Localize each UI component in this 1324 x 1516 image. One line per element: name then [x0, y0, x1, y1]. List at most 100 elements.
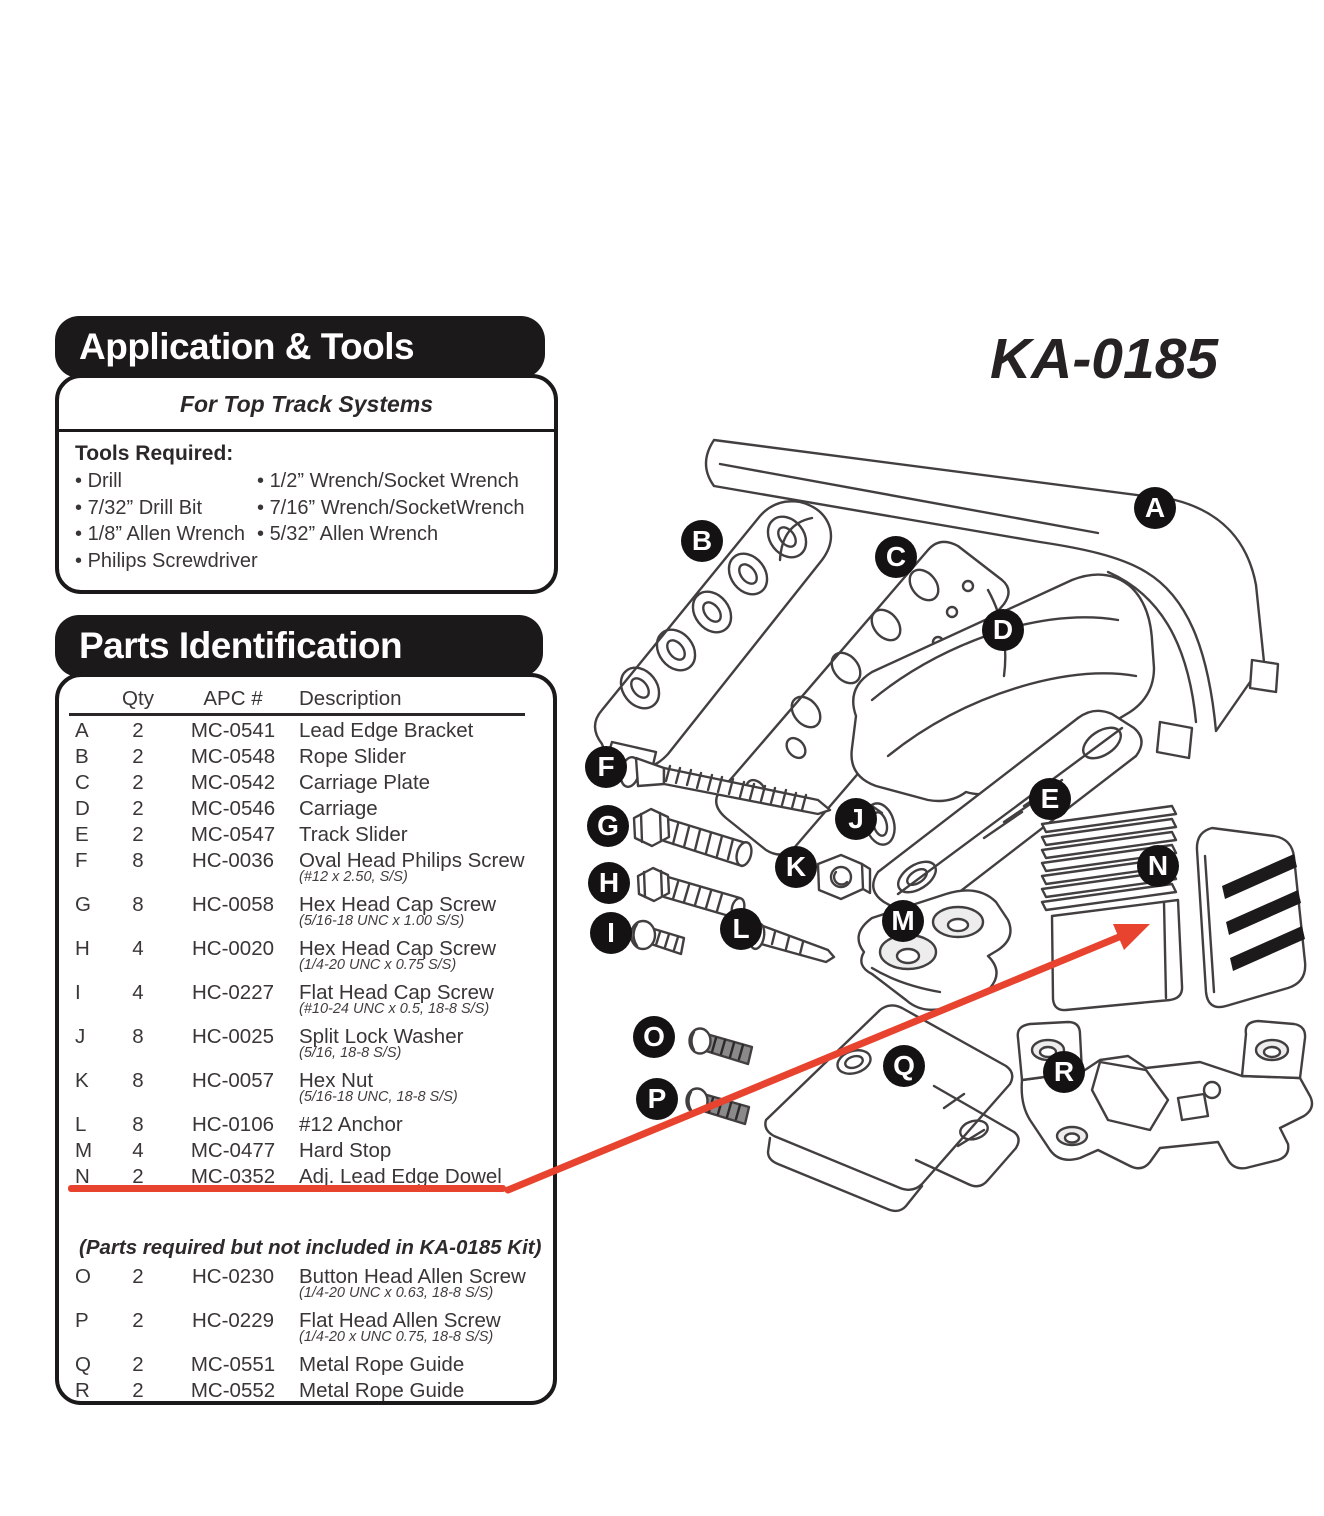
diagram-part-label-D: D	[982, 609, 1024, 651]
part-letter: Q	[75, 1353, 91, 1376]
part-description: Metal Rope Guide	[299, 1378, 531, 1403]
part-apc-number: MC-0541	[190, 719, 276, 742]
part-letter: E	[75, 823, 89, 846]
application-tools-body: For Top Track Systems Tools Required: Dr…	[55, 374, 558, 594]
part-apc-number: HC-0036	[191, 849, 275, 872]
table-header-rule	[69, 713, 525, 716]
tools-required-label: Tools Required:	[75, 442, 234, 465]
diagram-part-label-J: J	[835, 798, 877, 840]
part-description: Button Head Allen Screw(1/4-20 UNC x 0.6…	[299, 1264, 531, 1301]
tool-list-item: 7/32” Drill Bit	[75, 495, 257, 522]
parts-identification-title: Parts Identification	[79, 625, 403, 666]
parts-identification-panel: Parts Identification Qty APC # Descripti…	[55, 615, 557, 1405]
part-description: Metal Rope Guide	[299, 1352, 531, 1377]
part-description-text: Flat Head Allen Screw	[299, 1309, 501, 1332]
diagram-part-label-B: B	[681, 520, 723, 562]
part-apc-number: MC-0542	[190, 771, 276, 794]
application-tools-header: Application & Tools	[55, 316, 545, 378]
part-letter: J	[75, 1025, 86, 1048]
part-description: Hard Stop	[299, 1138, 531, 1163]
parts-identification-header: Parts Identification	[55, 615, 543, 677]
part-description-text: Flat Head Cap Screw	[299, 981, 494, 1004]
part-qty: 2	[132, 745, 144, 768]
tools-required-section: Tools Required: Drill7/32” Drill Bit1/8”…	[59, 432, 554, 574]
diagram-part-label-F: F	[585, 746, 627, 788]
part-description-text: Hard Stop	[299, 1139, 392, 1162]
part-letter: G	[75, 893, 91, 916]
part-letter: A	[75, 719, 89, 742]
part-apc-number: HC-0227	[191, 981, 275, 1004]
part-apc-number: MC-0552	[190, 1379, 276, 1402]
tool-list-item: Drill	[75, 468, 257, 495]
part-letter: N	[75, 1165, 90, 1188]
part-f-screw-drawing	[619, 756, 832, 816]
part-i-screw-drawing	[629, 919, 686, 956]
parts-table-header-row: Qty APC # Description	[69, 687, 531, 713]
part-letter: D	[75, 797, 90, 820]
part-description: Split Lock Washer(5/16, 18-8 S/S)	[299, 1024, 531, 1061]
part-r-drawing	[1016, 1019, 1314, 1170]
part-letter: B	[75, 745, 89, 768]
part-letter: K	[75, 1069, 89, 1092]
diagram-part-label-O: O	[633, 1016, 675, 1058]
part-apc-number: HC-0057	[191, 1069, 275, 1092]
part-apc-number: HC-0058	[191, 893, 275, 916]
part-description: Hex Head Cap Screw(5/16-18 UNC x 1.00 S/…	[299, 892, 531, 929]
part-q-drawing	[764, 1004, 1020, 1213]
part-m-drawing	[857, 889, 1012, 1012]
column-header-apc: APC #	[203, 687, 263, 710]
part-qty: 2	[132, 1265, 144, 1288]
part-spec-text: (1/4-20 UNC x 0.75 S/S)	[299, 957, 457, 973]
part-description-text: Carriage Plate	[299, 771, 431, 794]
tools-list-column-1: Drill7/32” Drill Bit1/8” Allen WrenchPhi…	[75, 468, 258, 574]
part-description-text: Carriage	[299, 797, 378, 820]
part-qty: 8	[132, 1069, 144, 1092]
part-o-screw-drawing	[688, 1027, 754, 1066]
parts-not-included-note: (Parts required but not included in KA-0…	[79, 1236, 542, 1259]
tools-list-column-2: 1/2” Wrench/Socket Wrench7/16” Wrench/So…	[257, 468, 525, 574]
part-description-text: Split Lock Washer	[299, 1025, 464, 1048]
part-letter: R	[75, 1379, 90, 1402]
part-description-text: Track Slider	[299, 823, 408, 846]
part-qty: 8	[132, 849, 144, 872]
part-apc-number: MC-0477	[190, 1139, 276, 1162]
diagram-part-label-L: L	[720, 908, 762, 950]
part-h-screw-drawing	[636, 866, 746, 920]
part-qty: 4	[132, 937, 144, 960]
part-letter: H	[75, 937, 90, 960]
part-qty: 8	[132, 1025, 144, 1048]
part-description-text: Metal Rope Guide	[299, 1353, 465, 1376]
part-spec-text: (1/4-20 x UNC 0.75, 18-8 S/S)	[299, 1329, 494, 1345]
part-description: #12 Anchor	[299, 1112, 531, 1137]
part-letter: M	[75, 1139, 93, 1162]
part-description: Track Slider	[299, 822, 531, 847]
column-header-description: Description	[299, 687, 402, 710]
diagram-part-label-I: I	[590, 912, 632, 954]
part-qty: 2	[132, 823, 144, 846]
part-letter: C	[75, 771, 90, 794]
diagram-part-label-Q: Q	[883, 1045, 925, 1087]
diagram-part-label-N: N	[1137, 845, 1179, 887]
application-tools-title: Application & Tools	[79, 326, 415, 367]
part-description-text: #12 Anchor	[299, 1113, 403, 1136]
part-n-drawing	[1040, 804, 1307, 1012]
highlight-underline-row-n	[68, 1185, 506, 1192]
part-apc-number: HC-0025	[191, 1025, 275, 1048]
part-spec-text: (1/4-20 UNC x 0.63, 18-8 S/S)	[299, 1285, 494, 1301]
part-description-text: Hex Head Cap Screw	[299, 937, 497, 960]
part-apc-number: HC-0106	[191, 1113, 275, 1136]
column-header-qty: Qty	[122, 687, 154, 710]
diagram-part-label-P: P	[636, 1078, 678, 1120]
